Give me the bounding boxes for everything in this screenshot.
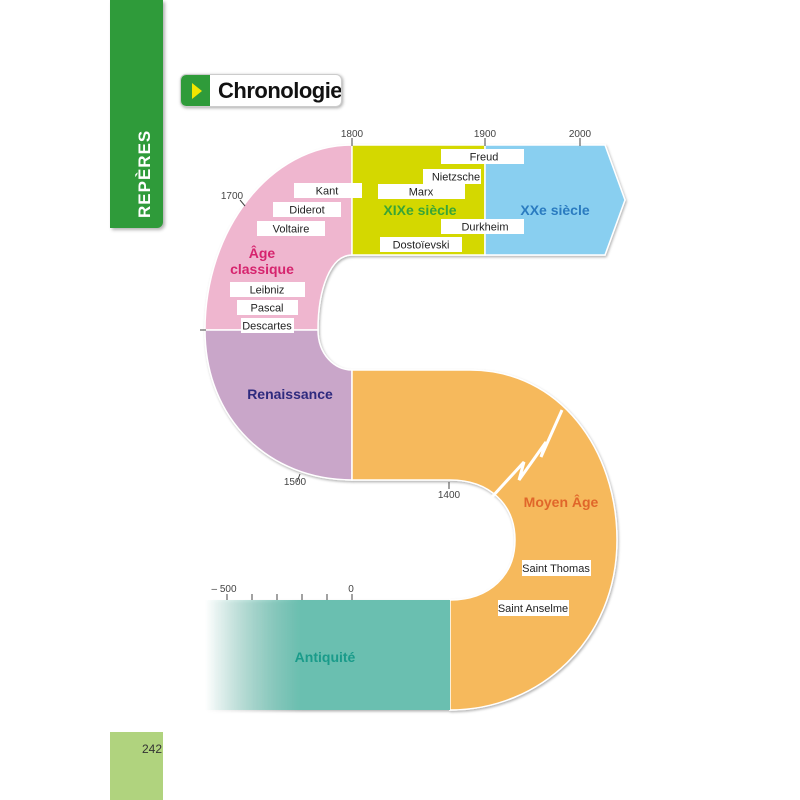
label-kant: Kant <box>316 186 339 198</box>
zigzag-break <box>490 409 564 499</box>
era-label-age-classique-2: classique <box>230 261 294 277</box>
label-freud: Freud <box>470 152 499 164</box>
era-label-xx: XXe siècle <box>520 202 589 218</box>
page-number: 242 <box>142 742 163 756</box>
label-saint-thomas: Saint Thomas <box>522 563 590 575</box>
tick-1700: 1700 <box>221 191 244 202</box>
section-title-box: Chronologie <box>180 74 342 107</box>
tick-marks <box>200 138 581 600</box>
name-labels: Freud Nietzsche Kant Marx Diderot Voltai… <box>230 149 591 616</box>
section-tab-reperes: REPÈRES <box>110 0 163 228</box>
page-number-box: 242 <box>110 732 163 800</box>
era-label-xix: XIXe siècle <box>383 202 456 218</box>
era-label-renaissance: Renaissance <box>247 386 333 402</box>
tick-minus-500: – 500 <box>211 584 236 595</box>
era-label-moyen-age: Moyen Âge <box>524 493 599 510</box>
label-nietzsche: Nietzsche <box>432 172 480 184</box>
label-dostoievski: Dostoïevski <box>393 240 450 252</box>
tick-0: 0 <box>348 584 354 595</box>
era-band-renaissance <box>204 329 353 481</box>
label-diderot: Diderot <box>289 205 324 217</box>
tick-2000: 2000 <box>569 129 592 140</box>
tick-1500: 1500 <box>284 477 307 488</box>
tick-1900: 1900 <box>474 129 497 140</box>
tick-1800: 1800 <box>341 129 364 140</box>
label-marx: Marx <box>409 187 434 199</box>
label-voltaire: Voltaire <box>273 224 310 236</box>
section-title: Chronologie <box>218 78 342 103</box>
era-band-antiquite <box>205 600 450 710</box>
play-triangle-icon <box>181 75 210 106</box>
label-leibniz: Leibniz <box>250 285 285 297</box>
label-pascal: Pascal <box>250 303 283 315</box>
label-descartes: Descartes <box>242 321 292 333</box>
tick-1400: 1400 <box>438 490 461 501</box>
label-durkheim: Durkheim <box>461 222 508 234</box>
era-label-antiquite: Antiquité <box>295 649 356 665</box>
label-saint-anselme: Saint Anselme <box>498 603 568 615</box>
era-band-moyen-age <box>351 369 618 711</box>
era-label-age-classique-1: Âge <box>249 244 276 261</box>
